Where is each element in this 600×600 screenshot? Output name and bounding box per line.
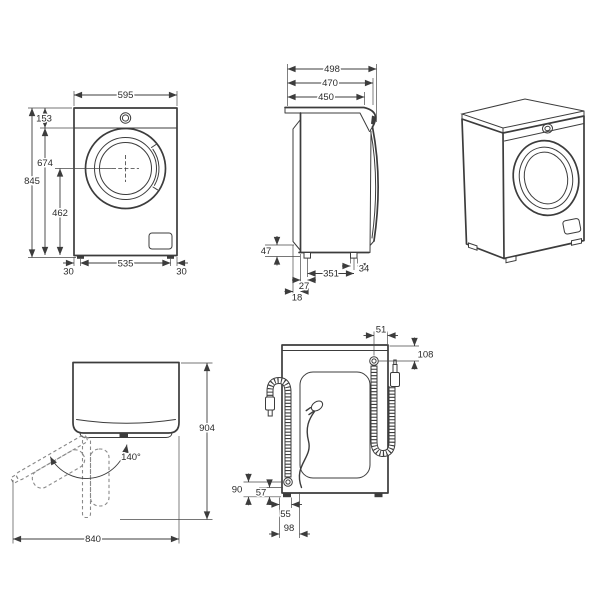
doorswing-door-140deg <box>10 434 88 489</box>
front-filter-flap <box>148 232 173 250</box>
door-swing-view: 140° 904 840 <box>10 361 216 547</box>
dim-rear-outlet-right: 51 <box>376 325 387 336</box>
rear-panel <box>281 344 389 494</box>
dim-door-angle: 140° <box>121 452 141 463</box>
perspective-door <box>512 139 580 217</box>
doorswing-machine-top <box>72 361 180 438</box>
dim-side-feet-span: 351 <box>323 269 339 280</box>
doorswing-angle-arc <box>49 444 129 479</box>
rear-recess-panel <box>299 371 371 479</box>
rear-dimensions: 51 108 90 57 55 98 <box>230 323 435 538</box>
perspective-feet <box>468 237 582 264</box>
side-foot-front <box>303 252 311 259</box>
perspective-view <box>460 98 585 264</box>
rear-foot-left <box>283 493 291 498</box>
side-dimensions: 498 470 450 47 351 34 27 18 <box>259 63 377 305</box>
front-knob <box>119 112 132 124</box>
rear-drain-hose <box>369 356 400 458</box>
dim-front-foot-left: 30 <box>63 267 74 278</box>
dim-rear-cord-offset: 98 <box>284 523 295 534</box>
dim-side-front-foot-offset: 27 <box>299 281 310 292</box>
side-view: 498 470 450 47 351 34 27 18 <box>259 63 380 305</box>
dim-rear-pump-height: 90 <box>232 485 243 496</box>
rear-power-cord <box>298 400 324 489</box>
dim-side-depth-body: 450 <box>318 92 334 103</box>
dim-side-rear-clearance: 47 <box>261 246 272 257</box>
dim-front-foot-right: 30 <box>176 267 187 278</box>
front-door-center-crosshair <box>112 155 139 182</box>
front-foot-right <box>167 255 174 259</box>
power-plug <box>305 400 324 416</box>
dim-rear-outlet-top: 108 <box>418 350 434 361</box>
front-foot-left <box>77 255 84 259</box>
perspective-filter-flap <box>562 218 582 235</box>
dim-front-feet-span: 535 <box>118 259 134 270</box>
front-dimensions: 595 845 153 674 462 30 535 30 <box>23 89 189 280</box>
dim-door-open-depth: 904 <box>199 423 215 434</box>
front-view: 595 845 153 674 462 30 535 30 <box>23 89 189 280</box>
dim-side-depth-overall: 498 <box>324 64 340 75</box>
dim-front-top-offset: 153 <box>36 114 52 125</box>
dim-rear-foot-offset: 55 <box>280 509 291 520</box>
dim-front-height: 845 <box>24 176 40 187</box>
perspective-body <box>460 98 585 260</box>
rear-view: 51 108 90 57 55 98 <box>230 323 435 538</box>
pump-outlet <box>283 477 293 487</box>
dim-front-panel-floor: 674 <box>37 158 53 169</box>
rear-foot-right <box>374 493 383 498</box>
side-machine-outline <box>284 106 380 254</box>
drain-outlet <box>369 356 379 366</box>
drain-hose-fitting <box>390 372 400 387</box>
perspective-knob <box>542 123 553 134</box>
dim-side-rear-foot: 34 <box>359 264 370 275</box>
dim-front-drum-center: 462 <box>52 208 68 219</box>
dim-door-open-width: 840 <box>85 534 101 545</box>
dim-rear-cord-height: 57 <box>256 488 267 499</box>
side-foot-rear <box>350 252 358 259</box>
inlet-hose-fitting <box>265 396 275 411</box>
doorswing-dimensions: 904 840 <box>12 362 216 547</box>
dim-side-depth-front: 470 <box>322 78 338 89</box>
rear-inlet-hose <box>265 376 293 487</box>
dim-side-rear-offset: 18 <box>292 293 303 304</box>
doorswing-hinge-mark <box>119 433 128 437</box>
dim-front-width: 595 <box>118 90 134 101</box>
